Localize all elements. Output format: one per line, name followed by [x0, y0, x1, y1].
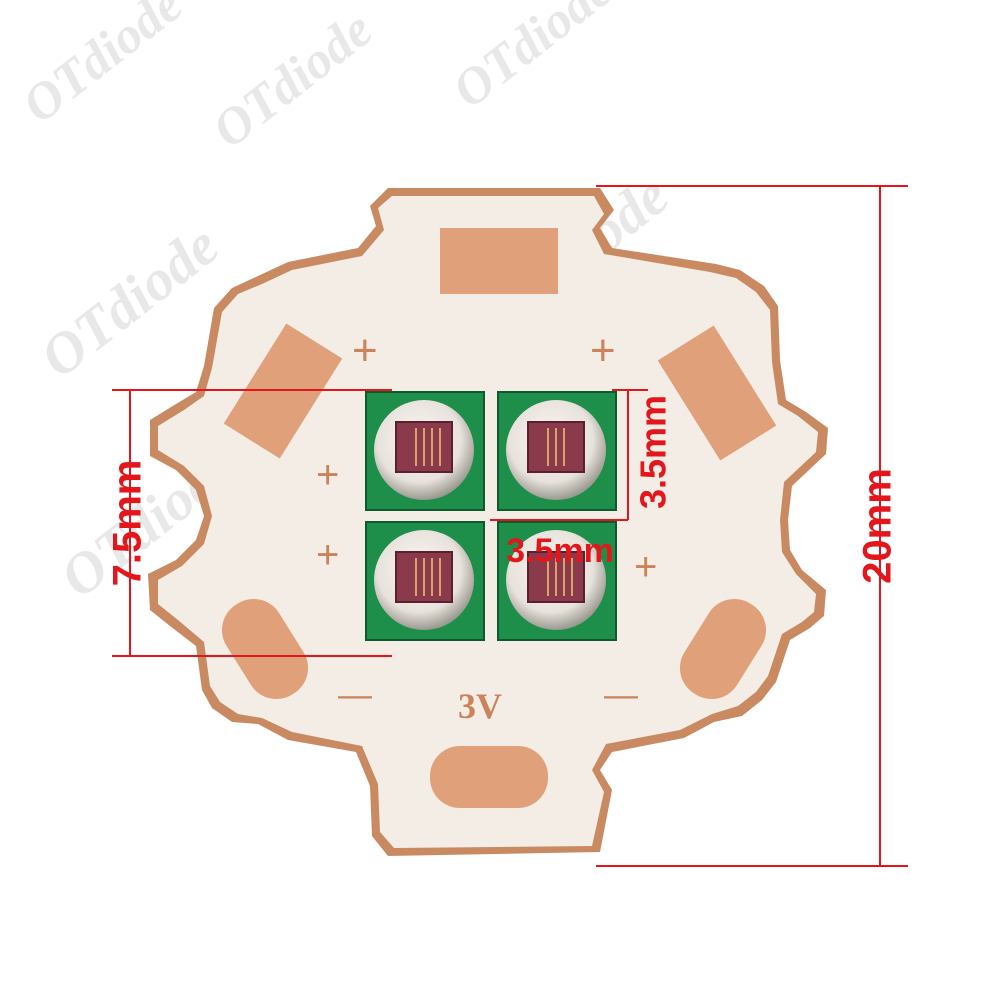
dimension-emitter: 3.5mm 3.5mm	[490, 389, 674, 570]
pad-upper-right	[657, 325, 777, 461]
emitter-4	[497, 521, 617, 641]
plus-sign-3: +	[316, 453, 339, 497]
dimension-overall: 20mm	[596, 185, 908, 867]
plus-sign-1: +	[352, 326, 378, 375]
emitter-3	[365, 521, 485, 641]
silkscreen-signs: + + + + + — — 3V	[316, 326, 657, 726]
emitter-height-label: 3.5mm	[633, 395, 674, 509]
overall-dimension-label: 20mm	[856, 468, 900, 584]
pad-lower-left	[221, 598, 309, 700]
watermark-text-3: OTdiode	[28, 212, 230, 390]
emitter-array	[365, 391, 617, 641]
watermark-text-2: OTdiode	[202, 1, 383, 160]
emitter-2	[497, 391, 617, 511]
plus-sign-4: +	[316, 533, 339, 577]
array-dimension-label: 7.5mm	[106, 460, 150, 587]
minus-sign-2: —	[604, 676, 638, 714]
watermark-text-8: OTdiode	[442, 0, 623, 119]
pad-lower-right	[679, 598, 767, 700]
dimension-array: 7.5mm	[106, 389, 392, 657]
pad-top	[440, 228, 558, 294]
minus-sign-1: —	[338, 676, 372, 714]
pad-bottom	[430, 746, 548, 808]
voltage-marking: 3V	[458, 686, 502, 726]
watermark-text-1: OTdiode	[12, 0, 193, 134]
emitter-width-label: 3.5mm	[506, 532, 614, 570]
emitter-1	[365, 391, 485, 511]
plus-sign-5: +	[634, 545, 657, 589]
plus-sign-2: +	[590, 326, 616, 375]
